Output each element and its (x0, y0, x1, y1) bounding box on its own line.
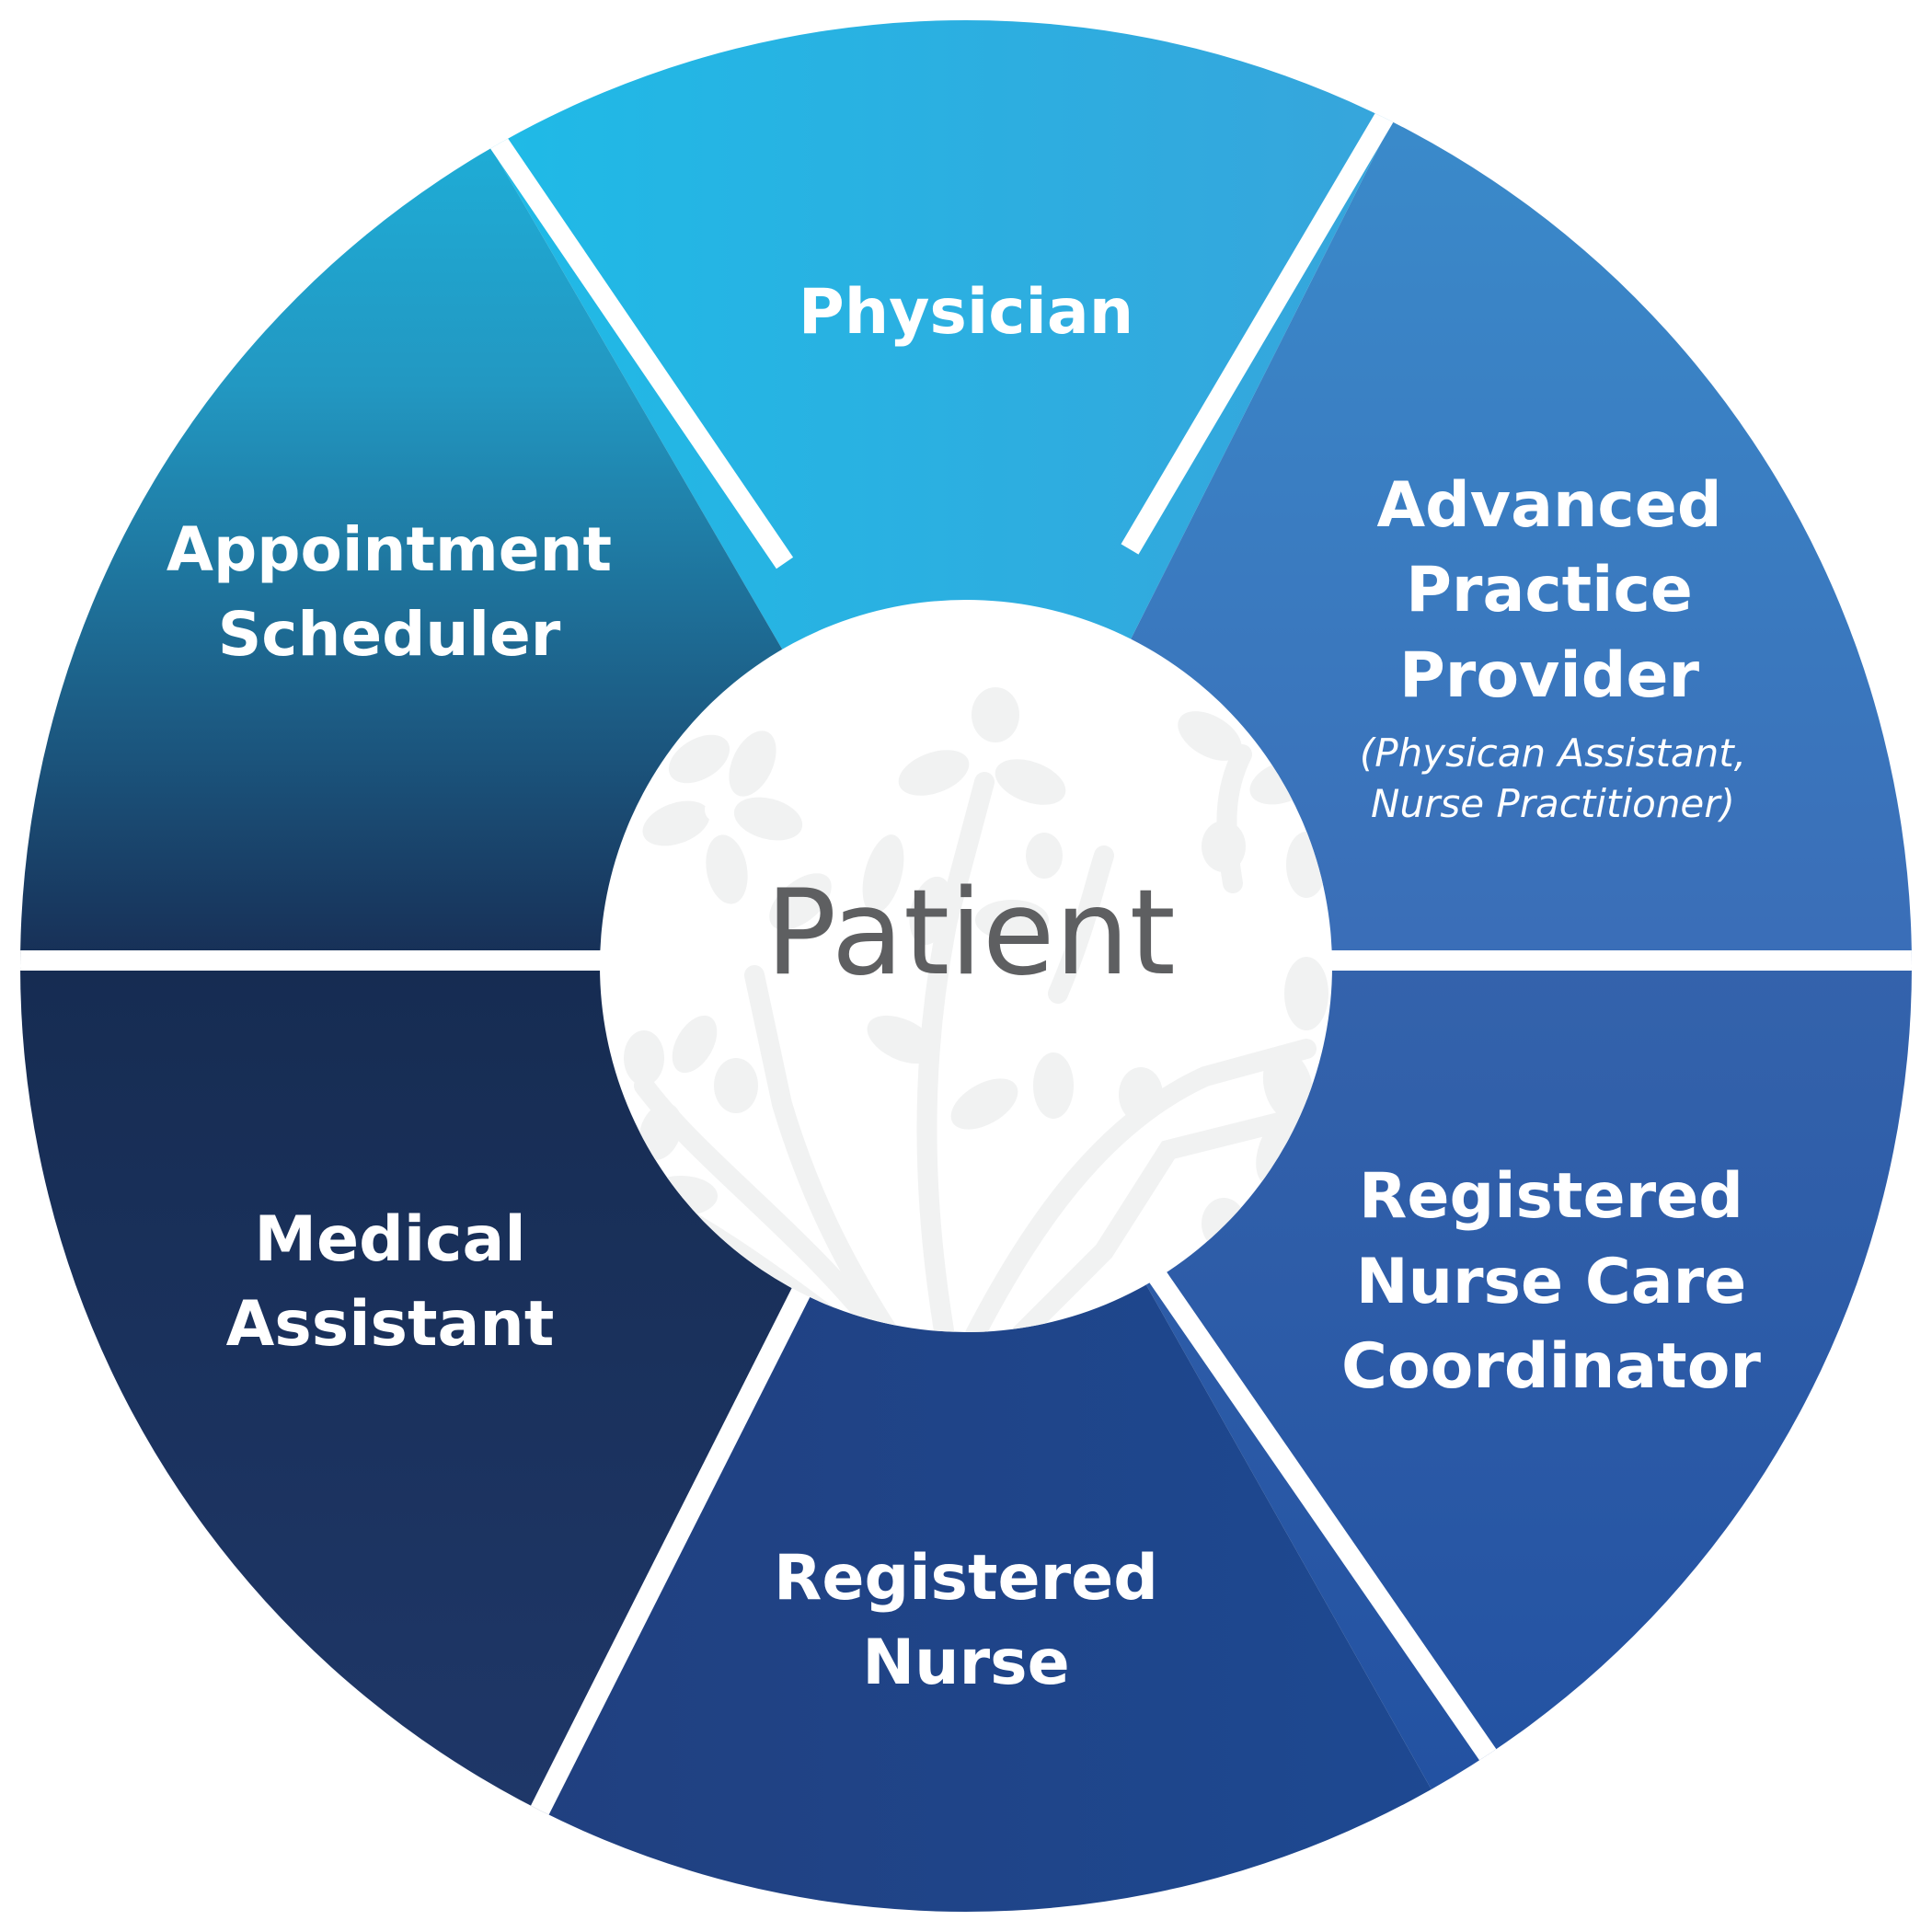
label-physician: Physician (799, 276, 1133, 349)
segment-registered-nurse[interactable] (442, 966, 1564, 1932)
label-medical-assistant: Medical Assistant (226, 1203, 555, 1361)
rn-label-line-2: Nurse (862, 1627, 1069, 1699)
rncc-label-line-2: Nurse Care (1356, 1246, 1747, 1318)
label-registered-nurse-care-coordinator: Registered Nurse Care Coordinator (1341, 1160, 1761, 1403)
label-appointment-scheduler: Appointment Scheduler (167, 514, 612, 670)
ma-label-line-2: Assistant (226, 1288, 555, 1361)
app-label-line-2: Practice (1406, 554, 1693, 627)
app-label-line-3: Provider (1399, 639, 1700, 712)
rncc-label-line-3: Coordinator (1341, 1330, 1761, 1403)
center-circle (600, 600, 1332, 1332)
ma-label-line-1: Medical (254, 1203, 525, 1276)
app-label-line-1: Advanced (1376, 469, 1721, 542)
app-sublabel-line-2: Nurse Practitioner) (1371, 781, 1735, 826)
center-label-patient: Patient (765, 865, 1176, 1002)
rn-label-line-1: Registered (774, 1542, 1158, 1615)
as-label-line-1: Appointment (167, 514, 612, 585)
rncc-label-line-1: Registered (1359, 1160, 1743, 1233)
physician-label: Physician (799, 276, 1133, 349)
app-sublabel-line-1: (Physican Assistant, (1360, 730, 1746, 776)
as-label-line-2: Scheduler (218, 599, 561, 670)
label-advanced-practice-provider: Advanced Practice Provider (Physican Ass… (1360, 469, 1746, 826)
flower-icon (642, 730, 803, 904)
label-registered-nurse: Registered Nurse (774, 1542, 1158, 1699)
segment-physician[interactable] (368, 0, 1518, 966)
